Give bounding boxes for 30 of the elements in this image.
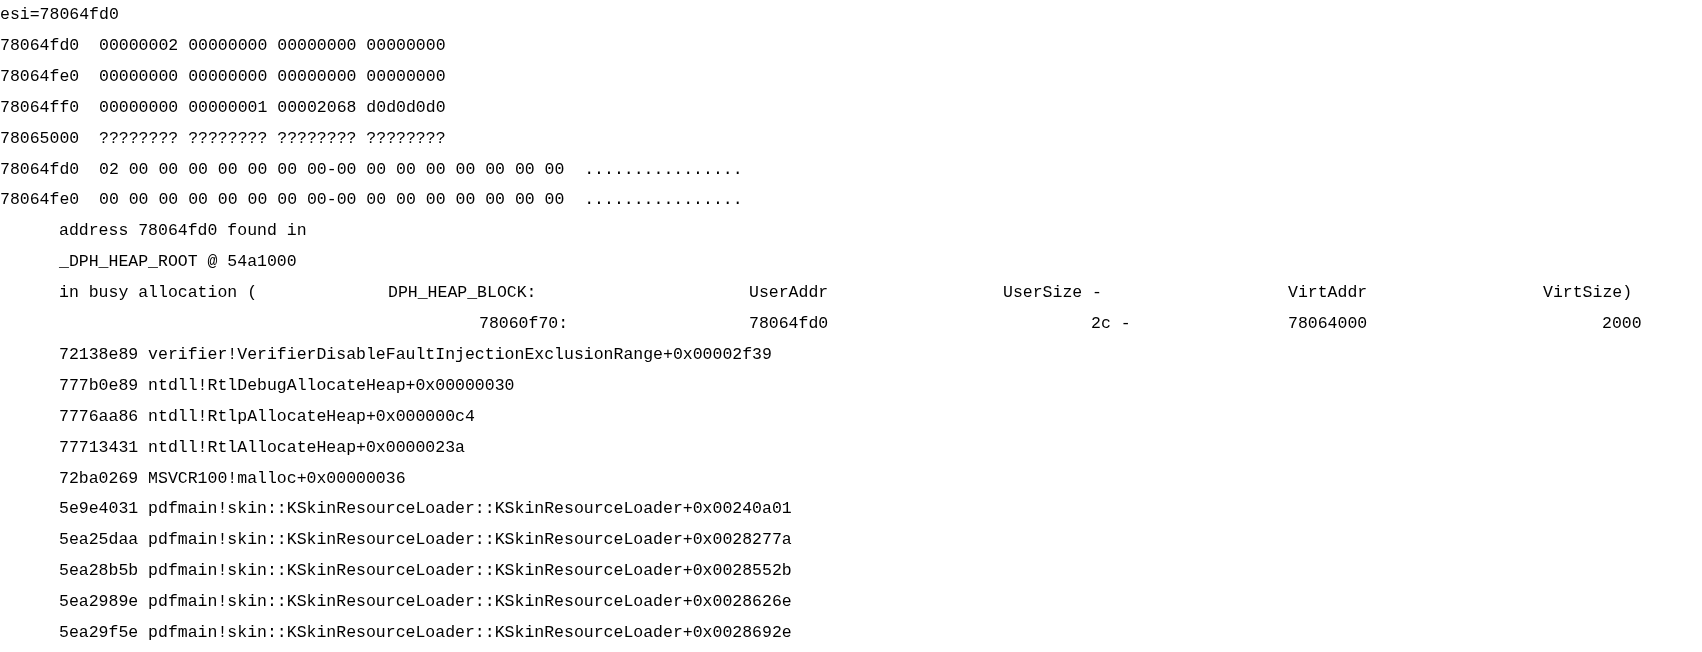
memory-dump-line: 78065000 ???????? ???????? ???????? ???????? — [0, 128, 446, 149]
column-header: VirtSize) — [1543, 283, 1633, 304]
table-value: 78064000 — [1288, 314, 1368, 334]
memory-dump-line: 78064fe0 00000000 00000000 00000000 00000000 — [0, 66, 446, 87]
column-header: VirtAddr — [1288, 283, 1368, 304]
stack-frame-line: 5ea25daa pdfmain!skin::KSkinResourceLoader::KSkinResourceLoader+0x0028277a — [59, 530, 792, 551]
table-value: 2000 — [1602, 314, 1642, 334]
text-line: address 78064fd0 found in — [59, 221, 307, 242]
table-value: 2c - — [1091, 314, 1131, 334]
stack-frame-line: 7776aa86 ntdll!RtlpAllocateHeap+0x000000c4 — [59, 406, 475, 427]
memory-dump-line: 78064fe0 00 00 00 00 00 00 00 00-00 00 00 00 00 00 00 00 ................ — [0, 190, 743, 211]
memory-dump-line: 78064fd0 02 00 00 00 00 00 00 00-00 00 00 00 00 00 00 00 ................ — [0, 159, 743, 180]
table-value: 78060f70: — [479, 314, 569, 334]
memory-dump-line: 78064ff0 00000000 00000001 00002068 d0d0d0d0 — [0, 97, 446, 118]
stack-frame-line: 777b0e89 ntdll!RtlDebugAllocateHeap+0x00000030 — [59, 375, 515, 396]
column-header: UserAddr — [749, 283, 829, 304]
stack-frame-line: 5e9e4031 pdfmain!skin::KSkinResourceLoader::KSkinResourceLoader+0x00240a01 — [59, 499, 792, 520]
stack-frame-line: 72ba0269 MSVCR100!malloc+0x00000036 — [59, 468, 406, 489]
text-line: _DPH_HEAP_ROOT @ 54a1000 — [59, 252, 297, 273]
text-line: in busy allocation ( — [59, 283, 258, 304]
stack-frame-line: 5ea28b5b pdfmain!skin::KSkinResourceLoader::KSkinResourceLoader+0x0028552b — [59, 561, 792, 582]
stack-frame-line: 77713431 ntdll!RtlAllocateHeap+0x0000023a — [59, 437, 465, 458]
memory-dump-line: 78064fd0 00000002 00000000 00000000 00000000 — [0, 35, 446, 56]
column-header: DPH_HEAP_BLOCK: — [388, 283, 537, 304]
stack-frame-line: 5ea2989e pdfmain!skin::KSkinResourceLoader::KSkinResourceLoader+0x0028626e — [59, 592, 792, 613]
column-header: UserSize - — [1003, 283, 1103, 304]
table-value: 78064fd0 — [749, 314, 829, 334]
stack-frame-line: 5ea29f5e pdfmain!skin::KSkinResourceLoader::KSkinResourceLoader+0x0028692e — [59, 623, 792, 643]
register-line: esi=78064fd0 — [0, 5, 119, 25]
stack-frame-line: 72138e89 verifier!VerifierDisableFaultInjectionExclusionRange+0x00002f39 — [59, 344, 772, 365]
